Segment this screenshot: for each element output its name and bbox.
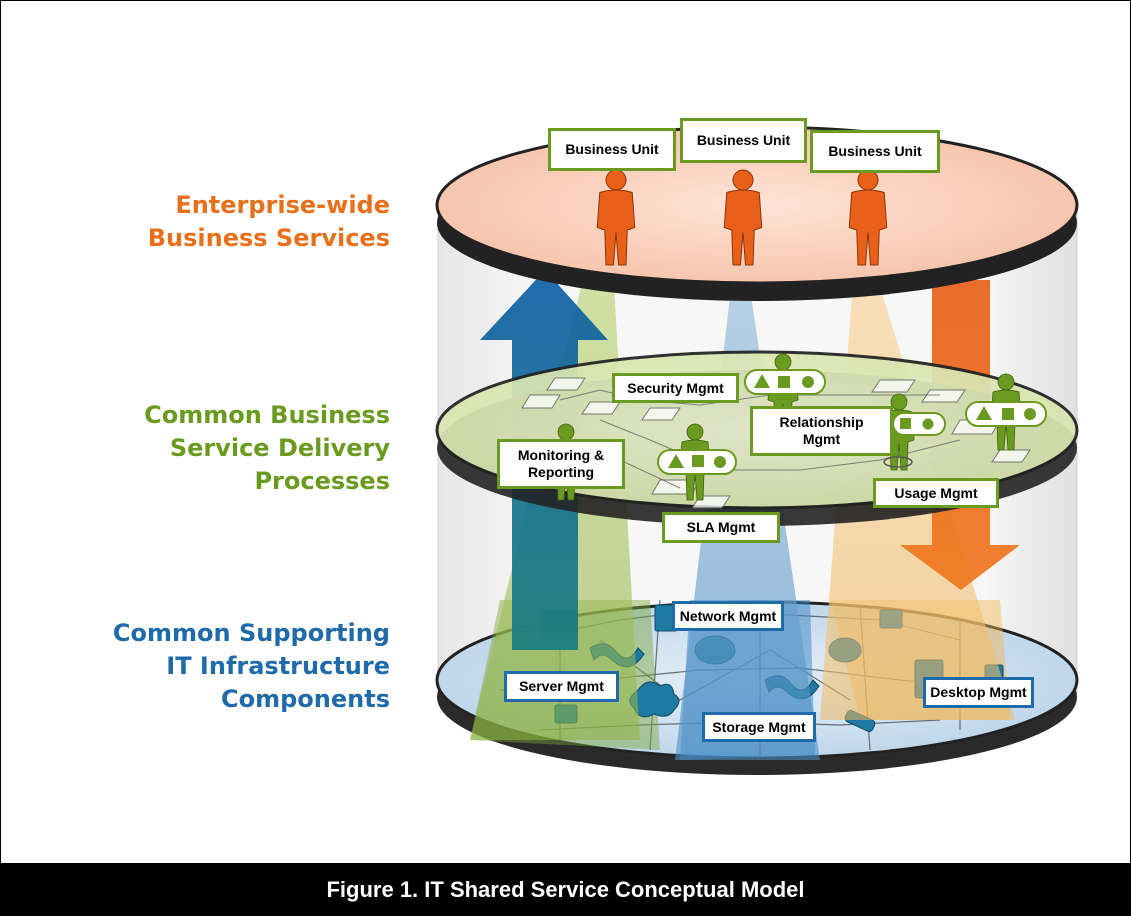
usage-mgmt-box: Usage Mgmt <box>873 478 999 508</box>
sla-mgmt-box: SLA Mgmt <box>662 512 780 543</box>
usage-ring <box>883 456 913 468</box>
layer-label-process-line1: Common Business <box>144 401 390 429</box>
relationship-mgmt-box: Relationship Mgmt <box>750 406 893 456</box>
storage-mgmt-box: Storage Mgmt <box>702 712 816 742</box>
layer-label-business: Enterprise-wide Business Services <box>60 189 390 255</box>
business-unit-box-2: Business Unit <box>680 118 807 163</box>
layer-label-process: Common Business Service Delivery Process… <box>60 399 390 498</box>
figure-caption: Figure 1. IT Shared Service Conceptual M… <box>0 863 1131 916</box>
layer-label-infra-line1: Common Supporting <box>112 619 390 647</box>
layer-label-process-line2: Service Delivery <box>169 434 390 462</box>
security-mgmt-box: Security Mgmt <box>612 373 739 403</box>
layer-label-business-line1: Enterprise-wide <box>175 191 390 219</box>
flow-pill-usage <box>892 412 946 436</box>
desktop-mgmt-box: Desktop Mgmt <box>923 677 1034 708</box>
layer-label-infra-line3: Components <box>221 685 390 713</box>
flow-pill-sla <box>657 449 737 475</box>
business-unit-box-1: Business Unit <box>548 128 676 171</box>
monitoring-reporting-box: Monitoring & Reporting <box>497 439 625 489</box>
layer-label-infrastructure: Common Supporting IT Infrastructure Comp… <box>60 617 390 716</box>
layer-label-process-line3: Processes <box>254 467 390 495</box>
server-mgmt-box: Server Mgmt <box>504 671 619 702</box>
flow-pill-right <box>965 401 1047 427</box>
layer-label-business-line2: Business Services <box>147 224 390 252</box>
business-unit-box-3: Business Unit <box>810 130 940 173</box>
flow-pill-top <box>744 369 826 395</box>
network-mgmt-box: Network Mgmt <box>672 601 784 631</box>
layer-label-infra-line2: IT Infrastructure <box>166 652 390 680</box>
